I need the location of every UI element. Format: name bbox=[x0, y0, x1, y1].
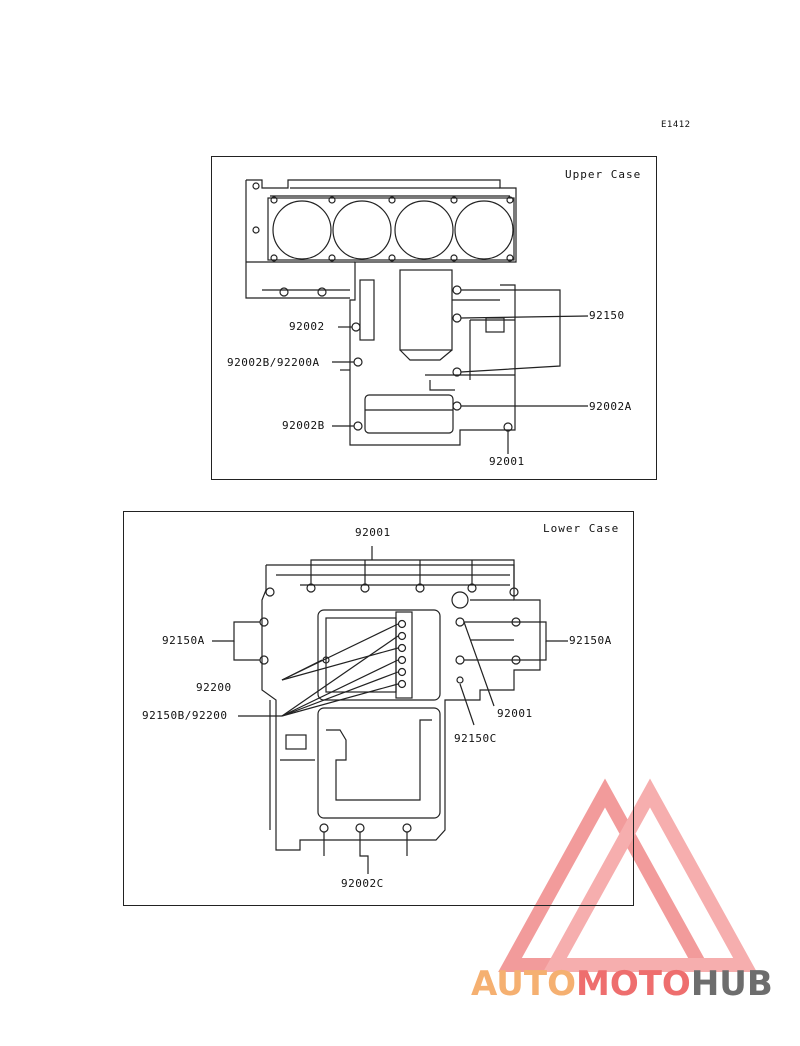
part-label-92150[interactable]: 92150 bbox=[589, 309, 625, 322]
watermark-brand-text: AUTOMOTOHUB bbox=[471, 964, 773, 1004]
upper-case-title: Upper Case bbox=[565, 168, 642, 181]
diagram-code: E1412 bbox=[661, 120, 691, 130]
part-label-92200[interactable]: 92200 bbox=[196, 681, 232, 694]
part-label-92001-lower-right[interactable]: 92001 bbox=[497, 707, 533, 720]
part-label-92001-upper[interactable]: 92001 bbox=[489, 455, 525, 468]
upper-case-drawing bbox=[245, 179, 589, 454]
lower-case-panel bbox=[123, 511, 634, 906]
watermark-text-moto: MOTO bbox=[575, 964, 691, 1004]
watermark-logo-icon bbox=[498, 778, 757, 972]
part-label-92002b[interactable]: 92002B bbox=[282, 419, 325, 432]
part-label-92001-lower-top[interactable]: 92001 bbox=[355, 526, 391, 539]
part-label-92002b-92200a[interactable]: 92002B/92200A bbox=[227, 356, 320, 369]
part-label-92150c[interactable]: 92150C bbox=[454, 732, 497, 745]
part-label-92150a-left[interactable]: 92150A bbox=[162, 634, 205, 647]
part-label-92150b-92200[interactable]: 92150B/92200 bbox=[142, 709, 228, 722]
watermark-text-auto: AUTO bbox=[471, 964, 576, 1004]
part-label-92002c[interactable]: 92002C bbox=[341, 877, 384, 890]
part-label-92002[interactable]: 92002 bbox=[289, 320, 325, 333]
upper-case-panel bbox=[211, 156, 657, 480]
part-label-92002a[interactable]: 92002A bbox=[589, 400, 632, 413]
lower-case-title: Lower Case bbox=[543, 522, 620, 535]
lower-case-drawing bbox=[212, 546, 568, 874]
part-label-92150a-right[interactable]: 92150A bbox=[569, 634, 612, 647]
watermark-text-hub: HUB bbox=[690, 964, 773, 1004]
